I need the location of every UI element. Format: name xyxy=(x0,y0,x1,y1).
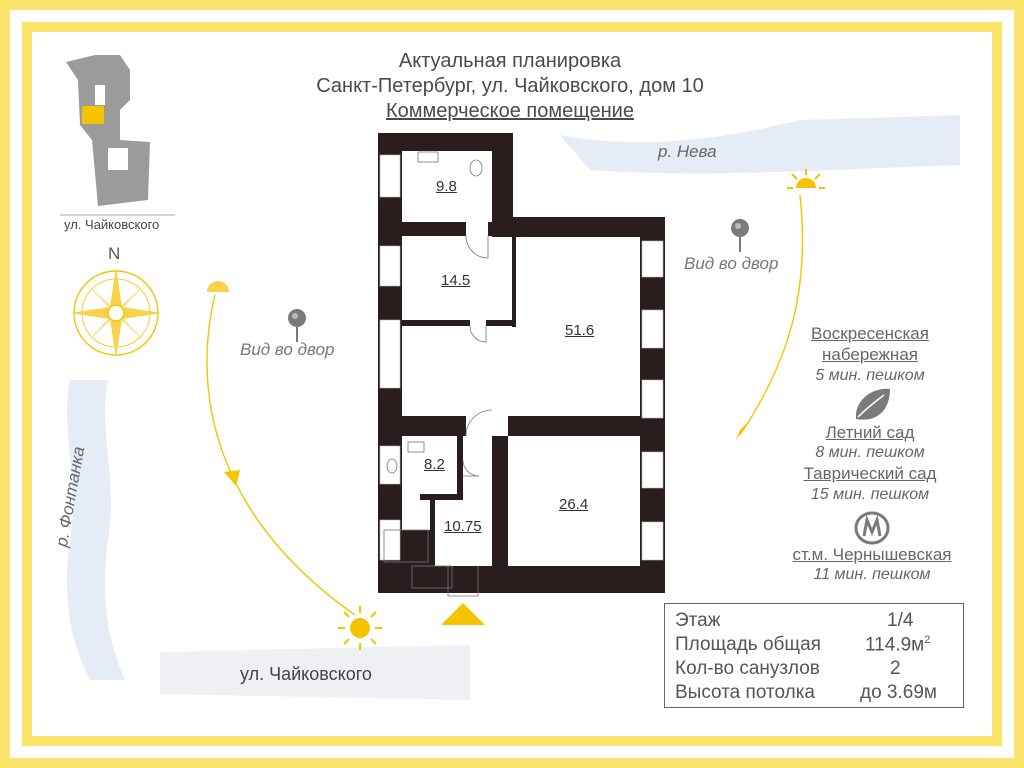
info-area-sup: 2 xyxy=(924,634,931,646)
arrow-right-arc xyxy=(736,418,752,440)
street-bottom-label: ул. Чайковского xyxy=(240,664,372,684)
sun-icon-bottom xyxy=(338,606,382,650)
fontanka-river xyxy=(66,380,125,680)
room-area-label: 26.4 xyxy=(559,496,589,513)
info-floor-value: 1/4 xyxy=(887,610,914,631)
mini-map xyxy=(66,55,150,206)
arrow-left-arc xyxy=(224,470,240,486)
sun-arc-right xyxy=(739,194,804,436)
entrance-arrow-icon xyxy=(441,603,485,625)
info-bathrooms-label: Кол-во санузлов xyxy=(675,658,820,679)
windows xyxy=(379,154,664,561)
compass-icon xyxy=(70,267,162,359)
metro-icon xyxy=(854,511,890,545)
info-ceiling-value: до 3.69м xyxy=(860,682,937,703)
info-ceiling-label: Высота потолка xyxy=(675,682,815,703)
pin-icon-left xyxy=(288,309,306,342)
info-floor-label: Этаж xyxy=(675,610,721,631)
poi-voskresenskaya-line1: Воскресенская xyxy=(811,324,929,343)
fixtures xyxy=(383,151,483,589)
poi-tavricheskiy-sad: Таврический сад xyxy=(803,464,937,483)
street-bottom-band xyxy=(160,645,470,700)
leaf-icon xyxy=(855,388,890,420)
doors xyxy=(447,235,493,597)
view-label-left: Вид во двор xyxy=(240,340,335,359)
room-area-label: 14.5 xyxy=(441,272,471,289)
floor-plan xyxy=(378,133,665,593)
pin-icon-right xyxy=(731,219,749,252)
room-area-label: 9.8 xyxy=(436,178,457,195)
room-area-label: 10.75 xyxy=(444,518,482,535)
half-sun-icon xyxy=(207,281,229,292)
room-area-label: 51.6 xyxy=(565,322,595,339)
sun-arc-left xyxy=(206,294,356,616)
poi-chernyshevskaya-time: 11 мин. пешком xyxy=(813,566,931,583)
river-neva-label: р. Нева xyxy=(658,142,717,161)
interior-walls xyxy=(402,222,640,566)
info-area-value: 114.9м2 xyxy=(865,634,930,656)
info-table: Этаж 1/4 Площадь общая 114.9м2 Кол-во са… xyxy=(664,603,964,708)
poi-voskresenskaya-line2: набережная xyxy=(822,345,918,364)
info-area-label: Площадь общая xyxy=(675,634,821,655)
neva-river xyxy=(560,115,960,174)
info-bathrooms-value: 2 xyxy=(890,658,901,679)
sunrise-icon xyxy=(787,169,825,189)
poi-chernyshevskaya: ст.м. Чернышевская xyxy=(792,545,952,564)
poi-letniy-sad-time: 8 мин. пешком xyxy=(815,444,925,461)
poi-voskresenskaya-time: 5 мин. пешком xyxy=(815,367,925,384)
title-line-1: Актуальная планировка xyxy=(398,50,622,72)
title-type: Коммерческое помещение xyxy=(386,100,634,122)
view-label-right: Вид во двор xyxy=(684,254,779,273)
poi-tavricheskiy-sad-time: 15 мин. пешком xyxy=(810,486,930,503)
compass-north-label: N xyxy=(108,244,121,263)
info-area-number: 114.9м xyxy=(865,634,925,656)
title-address: Санкт-Петербург, ул. Чайковского, дом 10 xyxy=(316,75,704,97)
poi-letniy-sad: Летний сад xyxy=(825,423,915,442)
room-area-label: 8.2 xyxy=(424,456,445,473)
map-street-label: ул. Чайковского xyxy=(64,217,160,232)
